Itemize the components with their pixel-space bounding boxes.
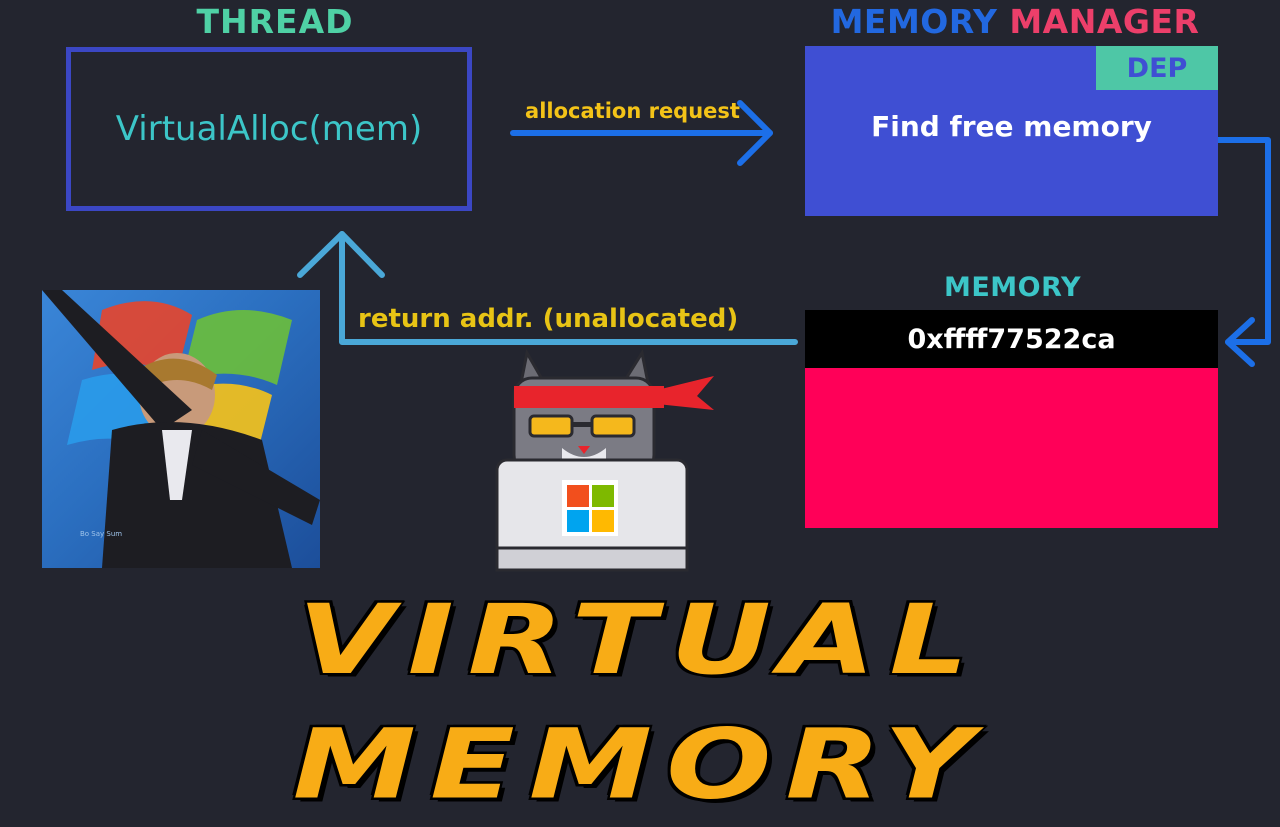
memory-manager-label-memory: MEMORY bbox=[830, 2, 998, 41]
arrows-layer bbox=[297, 100, 1271, 367]
dabbing-person-photo: Bo Say Sum bbox=[42, 290, 320, 568]
return-address-label: return addr. (unallocated) bbox=[358, 304, 739, 334]
find-free-memory-text: Find free memory bbox=[871, 109, 1152, 143]
manager-to-memory-arrow bbox=[1215, 137, 1271, 367]
photo-watermark: Bo Say Sum bbox=[80, 530, 123, 538]
memory-block bbox=[805, 368, 1218, 528]
thread-label: THREAD bbox=[196, 2, 354, 41]
memory-label: MEMORY bbox=[944, 272, 1081, 303]
virtual-memory-title: VIRTUAL MEMORY bbox=[291, 582, 988, 822]
allocation-request-arrow bbox=[510, 100, 773, 166]
thread-box: VirtualAlloc(mem) bbox=[66, 47, 472, 211]
memory-manager-box: DEP Find free memory bbox=[805, 46, 1218, 216]
memory-manager-label: MEMORY MANAGER bbox=[790, 2, 1240, 41]
virtualalloc-call: VirtualAlloc(mem) bbox=[115, 109, 423, 149]
allocation-request-label: allocation request bbox=[525, 99, 740, 123]
ninja-cat-laptop-icon bbox=[495, 348, 714, 572]
memory-address: 0xffff77522ca bbox=[805, 310, 1218, 368]
memory-manager-label-manager: MANAGER bbox=[1009, 2, 1200, 41]
return-address-arrow bbox=[297, 231, 798, 345]
dep-badge: DEP bbox=[1096, 46, 1218, 90]
